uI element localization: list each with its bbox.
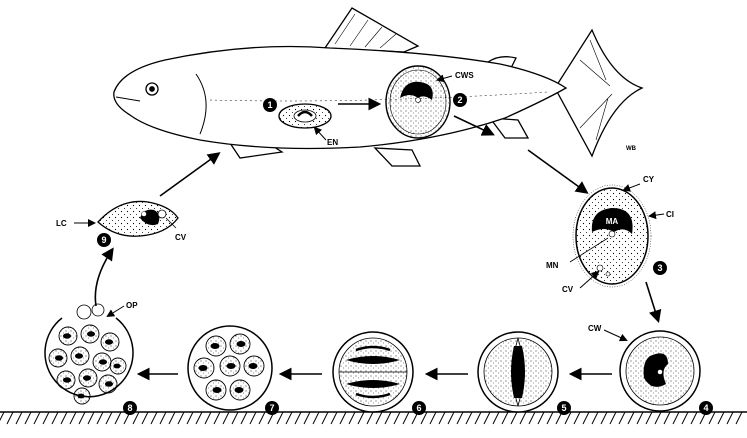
stage-7-tomites xyxy=(187,325,273,411)
stage-number-8-text: 8 xyxy=(127,403,132,413)
stage-number-6-text: 6 xyxy=(416,403,421,413)
stage-number-7-text: 7 xyxy=(269,403,274,413)
arrow-fish-to-3 xyxy=(527,149,589,194)
illustrator-signature: WB xyxy=(626,146,637,152)
stage-number-7 xyxy=(265,401,279,415)
label-cw: CW xyxy=(588,324,602,333)
substrate-ground xyxy=(0,411,747,425)
stage-number-6 xyxy=(412,401,426,415)
label-op: OP xyxy=(126,301,138,310)
cycle-arrows xyxy=(94,97,662,381)
label-cws: CWS xyxy=(455,71,474,80)
stage-2-encysted xyxy=(385,65,451,139)
stage-3-tomont xyxy=(572,184,652,288)
stage-1-trophont xyxy=(278,103,332,129)
stage-number-1 xyxy=(263,98,277,112)
stage-number-4-text: 4 xyxy=(703,403,708,413)
stage-number-2-text: 2 xyxy=(457,95,462,105)
label-en: EN xyxy=(327,138,338,147)
label-ma: MA xyxy=(606,217,619,226)
stage-number-3 xyxy=(653,261,667,275)
arrow-8-to-9 xyxy=(94,247,114,307)
arrow-2-to-fin xyxy=(453,115,495,136)
stage-number-5 xyxy=(557,401,571,415)
label-lc: LC xyxy=(56,219,67,228)
stage-number-9 xyxy=(97,233,111,247)
stage-4-cyst xyxy=(619,330,701,412)
label-ci: CI xyxy=(666,210,674,219)
arrow-3-to-4 xyxy=(645,281,662,324)
stage-number-1-text: 1 xyxy=(267,100,272,110)
label-mn: MN xyxy=(546,261,559,270)
stage-8-opening-cyst xyxy=(44,303,134,405)
fish-host xyxy=(113,7,644,167)
stage-9-tomite xyxy=(97,200,179,237)
stage-number-2 xyxy=(453,93,467,107)
stage-5-division xyxy=(477,331,559,413)
label-cv-3: CV xyxy=(562,285,574,294)
arrow-9-to-1 xyxy=(159,152,221,197)
stage-6-division xyxy=(332,331,414,413)
stage-number-8 xyxy=(123,401,137,415)
stage-number-5-text: 5 xyxy=(561,403,566,413)
stage-number-3-text: 3 xyxy=(657,263,662,273)
label-cy: CY xyxy=(643,175,655,184)
label-cv-9: CV xyxy=(175,233,187,242)
stage-number-4 xyxy=(699,401,713,415)
stage-number-9-text: 9 xyxy=(101,235,106,245)
